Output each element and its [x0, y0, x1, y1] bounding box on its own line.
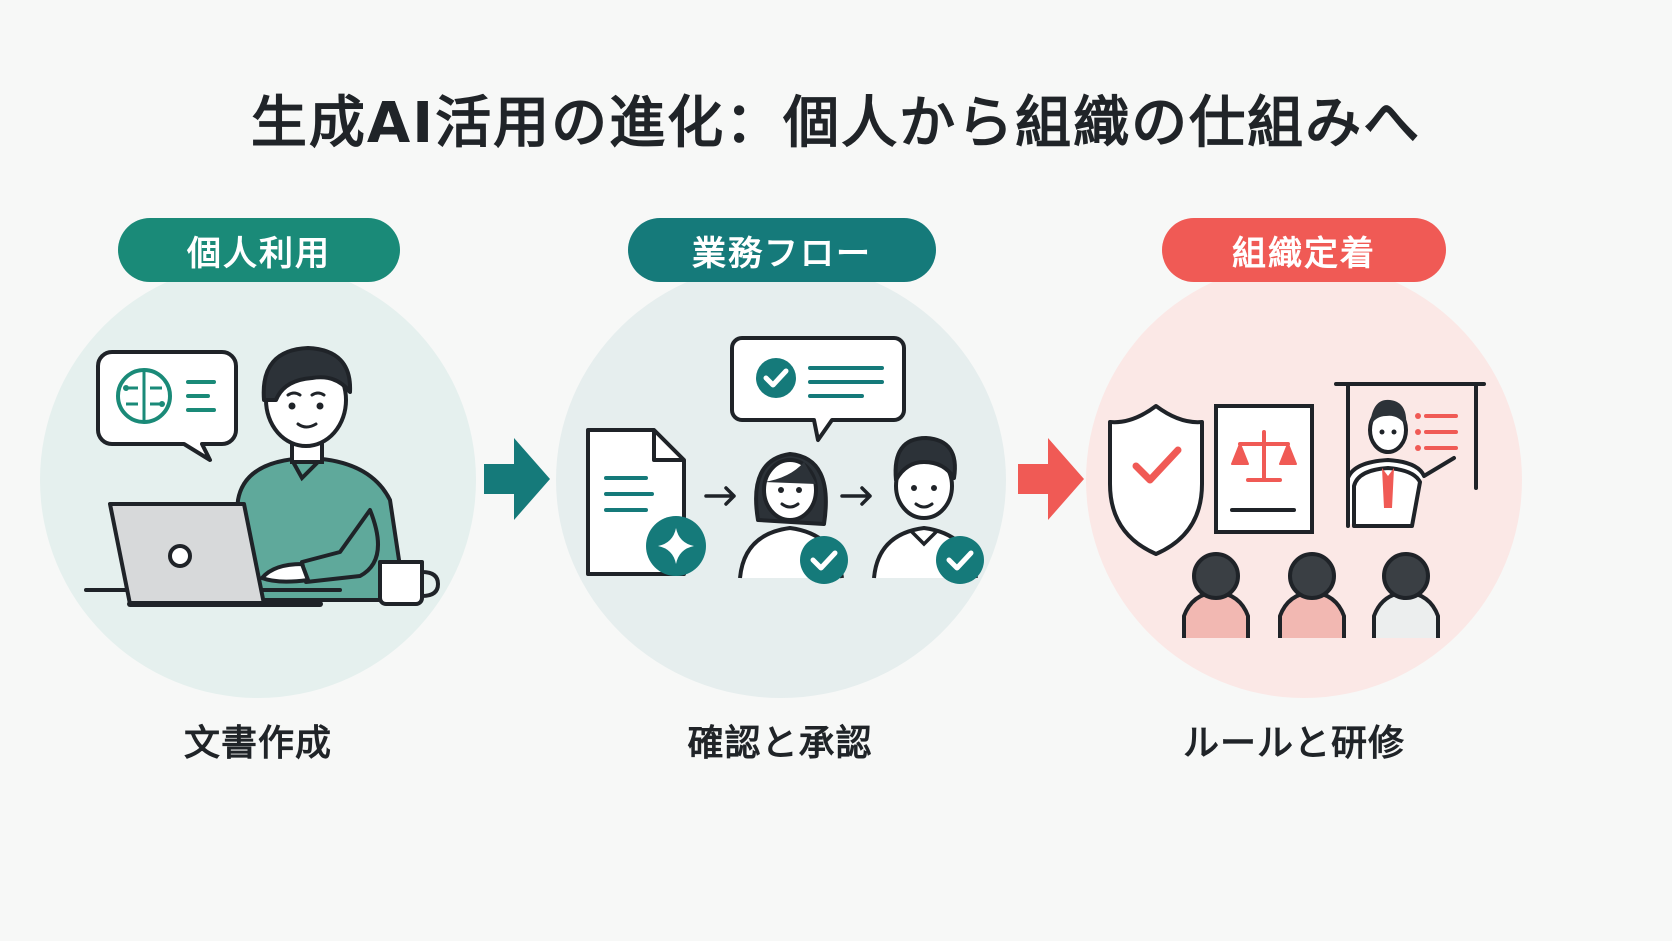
stage-2-pill: 業務フロー: [628, 218, 936, 282]
stage-3-label: 組織定着: [1232, 233, 1376, 274]
man-check-icon: [872, 436, 984, 584]
mug-icon: [378, 560, 441, 606]
stage-3-caption: ルールと研修: [1182, 723, 1405, 764]
shield-check-icon: [1108, 404, 1204, 556]
stage-1-label: 個人利用: [187, 233, 331, 274]
woman-check-icon: [738, 452, 848, 584]
arrow-right-icon: [1018, 438, 1084, 520]
stage-1-pill: 個人利用: [118, 218, 400, 282]
laptop-icon: [84, 502, 342, 607]
speech-bubble-brain-icon: [96, 350, 238, 462]
presenter-icon: [1334, 382, 1486, 528]
stage-1-illustration: [84, 346, 441, 607]
stage-3-illustration: [1108, 382, 1486, 638]
arrow-right-icon: [484, 438, 550, 520]
stage-2-illustration: [586, 336, 984, 584]
audience-icon: [1182, 552, 1440, 638]
document-sparkle-icon: [586, 428, 706, 576]
stage-1-caption: 文書作成: [183, 723, 332, 764]
person-icon: [228, 346, 407, 602]
law-book-icon: [1214, 404, 1314, 534]
stage-2-caption: 確認と承認: [687, 723, 873, 764]
stage-2-label: 業務フロー: [692, 233, 872, 274]
stage-3-pill: 組織定着: [1162, 218, 1446, 282]
chat-check-icon: [730, 336, 906, 442]
page-title: 生成AI活用の進化：個人から組織の仕組みへ: [250, 91, 1422, 156]
